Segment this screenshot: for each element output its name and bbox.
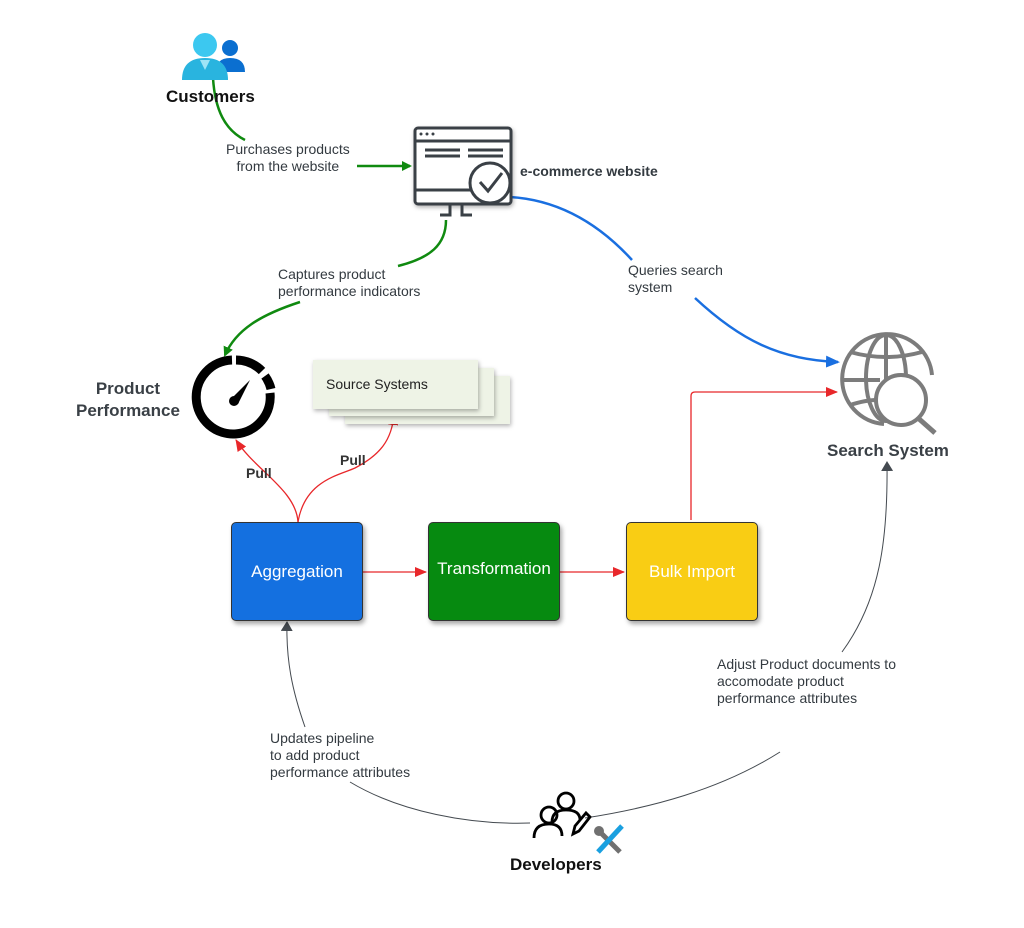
ecommerce-label: e-commerce website <box>520 163 658 179</box>
adjust-label-line1: Adjust Product documents to <box>717 656 896 672</box>
customers-label: Customers <box>166 87 255 106</box>
transformation-label: Transformation <box>437 558 551 578</box>
edge-customers-purchases <box>211 77 246 142</box>
purchases-label-line2: from the website <box>236 158 340 174</box>
edge-adjust-search <box>841 461 894 653</box>
search-system-label: Search System <box>827 441 949 460</box>
customers-icon <box>182 33 245 80</box>
purchases-label: Purchases products from the website <box>226 141 350 175</box>
search-system-icon <box>840 332 937 435</box>
developers-icon <box>532 791 592 839</box>
adjust-label-line3: performance attributes <box>717 690 858 706</box>
edge-developers-updates <box>349 781 531 824</box>
bulk-import-node[interactable]: Bulk Import <box>626 522 758 621</box>
product-performance-line2: Performance <box>76 401 180 420</box>
updates-label-line1: Updates pipeline <box>270 730 375 746</box>
pull-performance-label: Pull <box>246 465 272 481</box>
queries-label-line1: Queries search <box>628 262 723 278</box>
aggregation-label: Aggregation <box>251 561 343 581</box>
tools-icon <box>594 824 624 854</box>
product-performance-line1: Product <box>95 379 161 398</box>
captures-label: Captures product performance indicators <box>278 266 420 300</box>
bulk-import-label: Bulk Import <box>649 561 735 581</box>
queries-label-line2: system <box>628 279 673 295</box>
edge-developers-adjust <box>584 751 781 819</box>
gauge-icon <box>191 355 276 439</box>
product-performance-label: Product Performance <box>76 378 180 422</box>
ecommerce-website-icon <box>413 126 513 217</box>
source-systems-label: Source Systems <box>326 376 428 392</box>
source-systems-card-front <box>313 360 478 409</box>
updates-label-line2: to add product <box>270 747 360 763</box>
ecommerce-window-dots <box>419 132 435 136</box>
pull-source-label: Pull <box>340 452 366 468</box>
transformation-node[interactable]: Transformation <box>428 522 560 621</box>
edge-queries-search <box>694 297 840 368</box>
captures-label-line2: performance indicators <box>278 283 421 299</box>
purchases-label-line1: Purchases products <box>226 141 350 157</box>
edge-captures-performance <box>223 300 301 357</box>
updates-label: Updates pipeline to add product performa… <box>270 730 410 781</box>
captures-label-line1: Captures product <box>278 266 386 282</box>
adjust-label-line2: accomodate product <box>717 673 844 689</box>
queries-label: Queries search system <box>628 262 723 296</box>
updates-label-line3: performance attributes <box>270 764 411 780</box>
edge-website-captures <box>397 219 448 268</box>
developers-label: Developers <box>510 855 602 874</box>
edge-website-queries <box>509 195 633 261</box>
edge-aggregation-pull-source <box>297 413 399 523</box>
edge-aggregation-pull-performance <box>235 439 299 523</box>
edge-updates-aggregation <box>280 621 306 728</box>
edge-bulkimport-search <box>690 387 838 520</box>
adjust-label: Adjust Product documents to accomodate p… <box>717 656 896 707</box>
aggregation-node[interactable]: Aggregation <box>231 522 363 621</box>
